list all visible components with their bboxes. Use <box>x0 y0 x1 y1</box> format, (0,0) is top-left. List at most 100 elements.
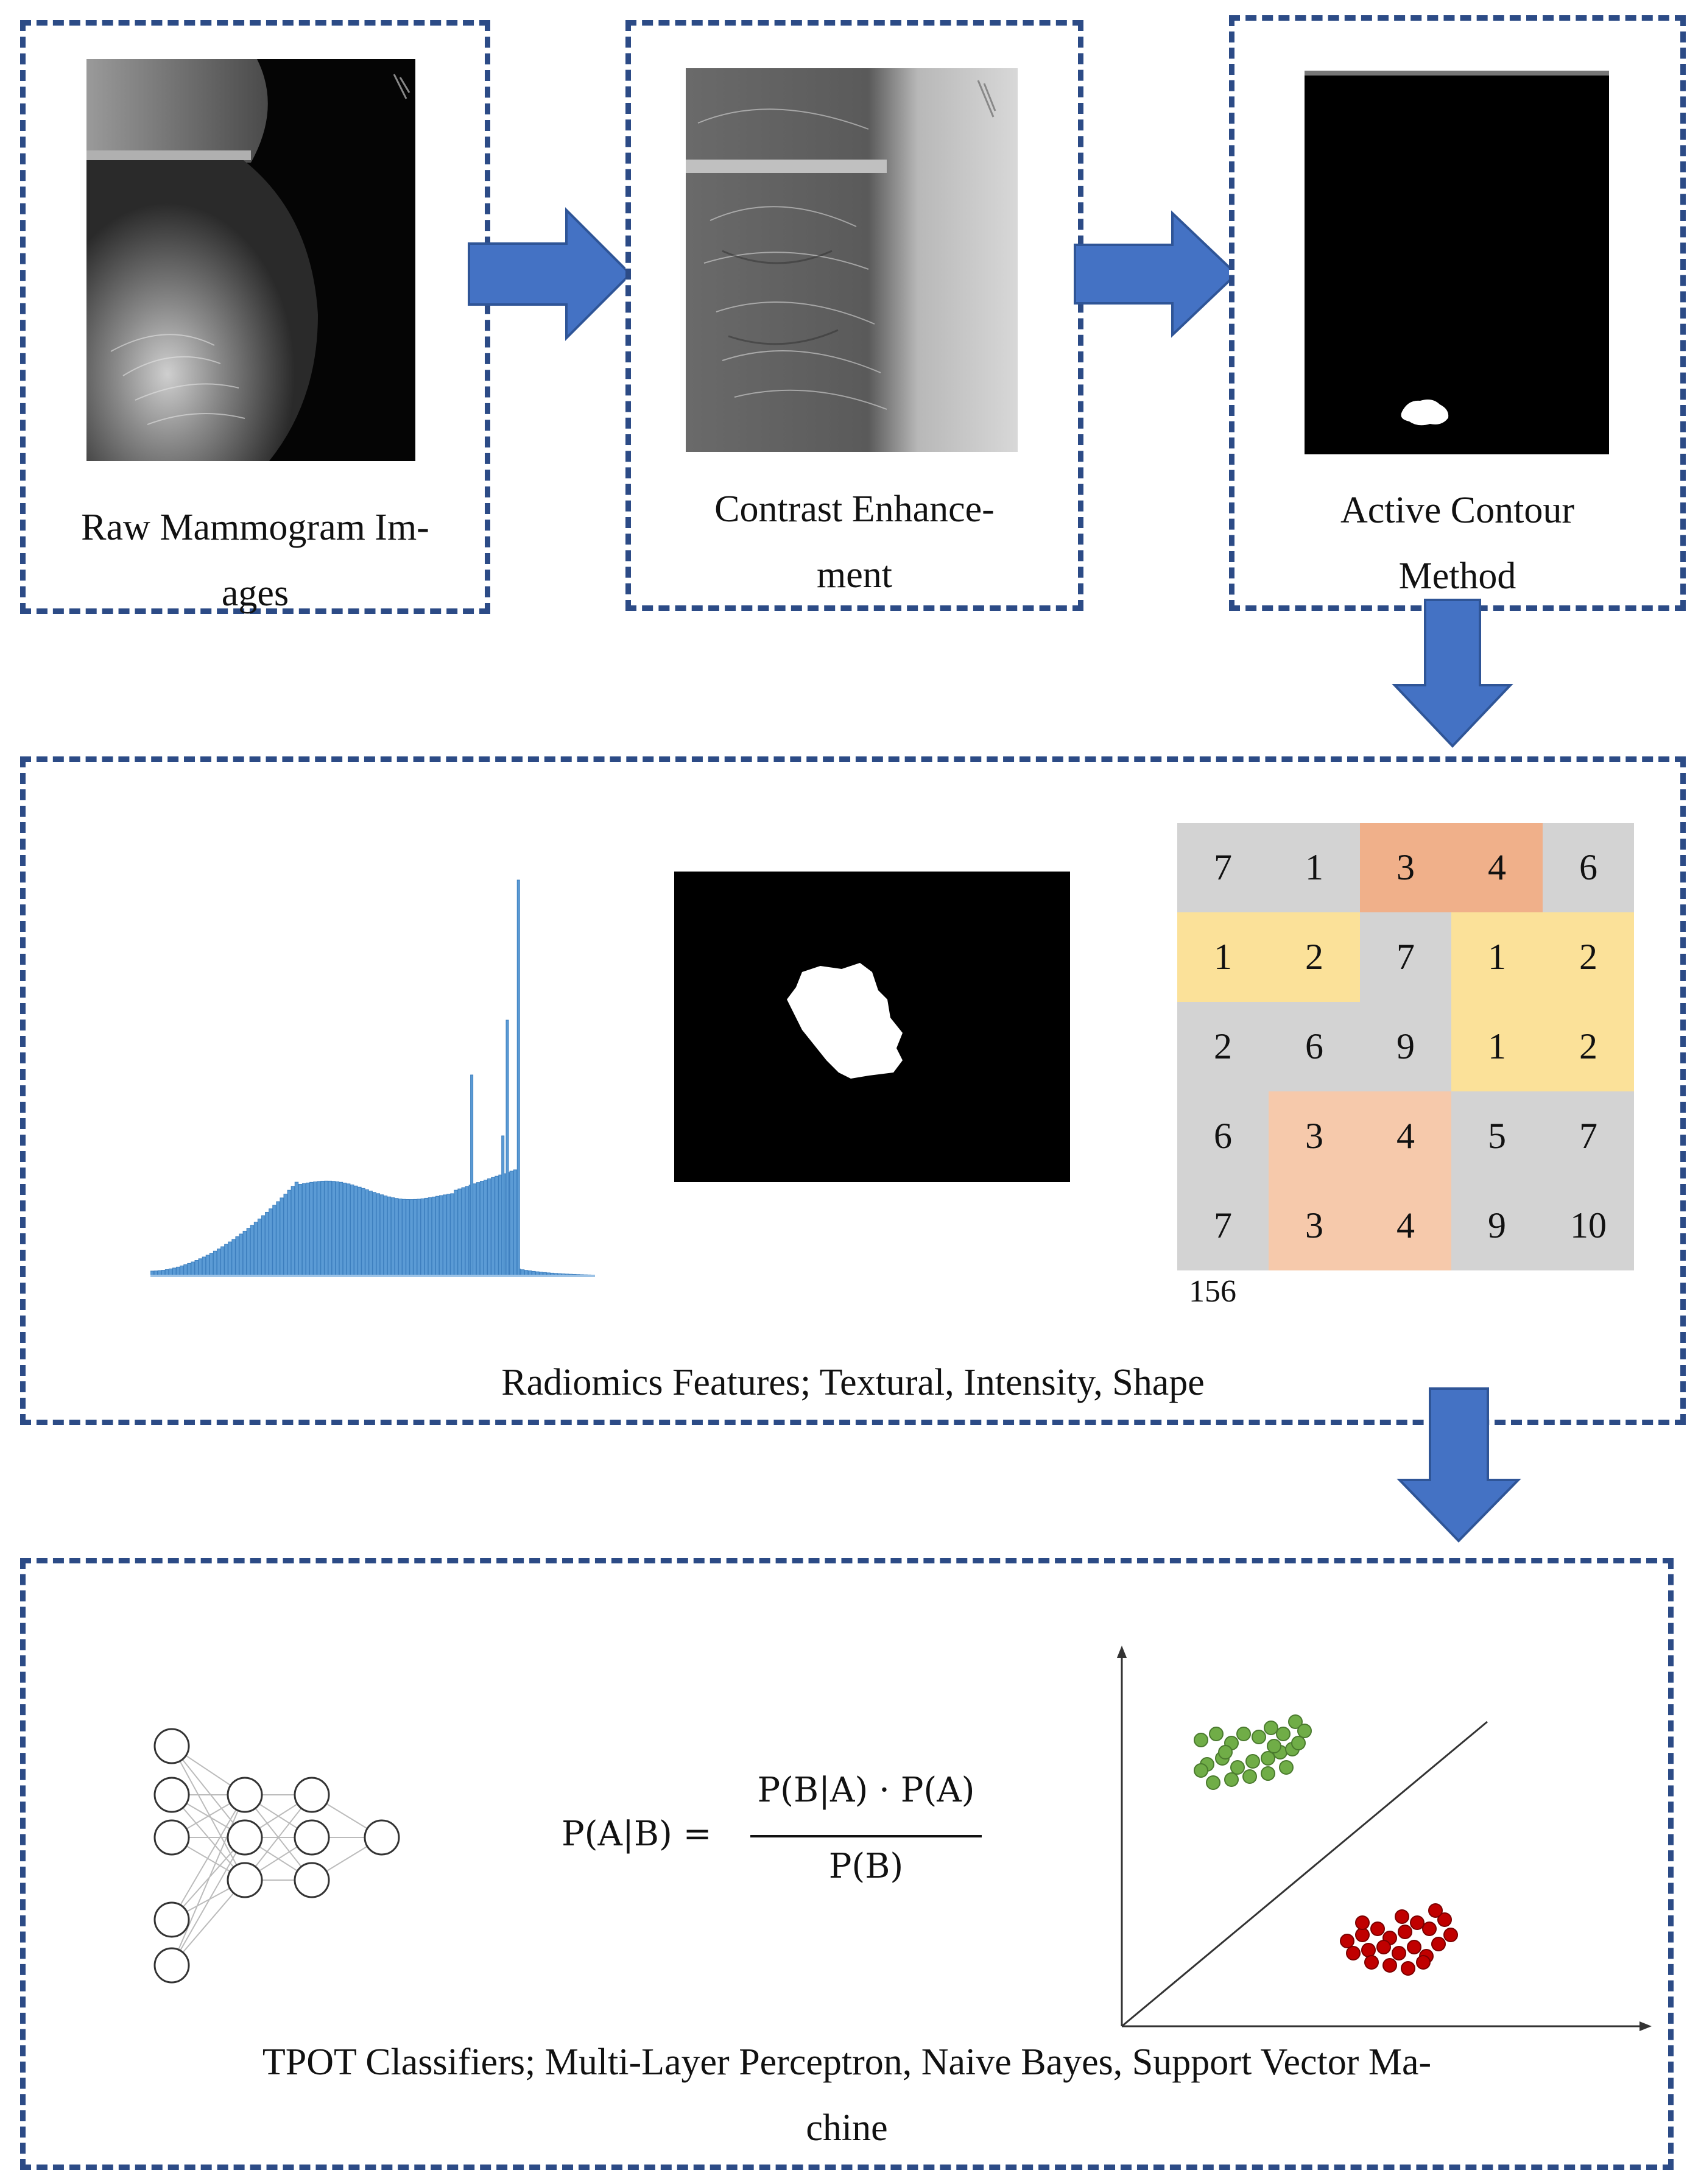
raw-caption-line1: Raw Mammogram Im- <box>81 507 429 548</box>
class-b-point <box>1355 1915 1370 1930</box>
neuron-node <box>294 1862 330 1898</box>
class-b-point <box>1392 1946 1406 1960</box>
classifiers-panel: P(A|B) = P(B|A) · P(A) P(B) TPOT Classif… <box>20 1558 1674 2170</box>
class-b-point <box>1346 1946 1361 1960</box>
matrix-cell: 1 <box>1451 912 1543 1002</box>
class-a-point <box>1245 1754 1260 1769</box>
matrix-cell: 6 <box>1543 823 1634 912</box>
class-a-point <box>1261 1751 1275 1766</box>
class-b-point <box>1407 1940 1421 1954</box>
class-b-point <box>1431 1937 1446 1951</box>
contrast-caption-line1: Contrast Enhance- <box>714 488 995 530</box>
segmentation-mask-image <box>1305 71 1609 454</box>
matrix-cell: 5 <box>1451 1091 1543 1181</box>
matrix-cell: 6 <box>1177 1091 1269 1181</box>
matrix-cell: 9 <box>1360 1002 1451 1091</box>
active-contour-panel: Active Contour Method <box>1229 15 1686 611</box>
class-a-point <box>1279 1760 1294 1775</box>
class-a-point <box>1264 1721 1278 1735</box>
matrix-cell: 9 <box>1451 1181 1543 1270</box>
matrix-cell: 4 <box>1360 1181 1451 1270</box>
arrow-down-2 <box>1396 1387 1521 1543</box>
class-a-point <box>1194 1733 1208 1747</box>
matrix-cell: 10 <box>1543 1181 1634 1270</box>
class-b-point <box>1398 1925 1412 1939</box>
class-b-point <box>1361 1943 1376 1957</box>
class-a-point <box>1209 1727 1224 1741</box>
matrix-cell: 2 <box>1177 1002 1269 1091</box>
classifiers-caption: TPOT Classifiers; Multi-Layer Perceptron… <box>50 2029 1644 2161</box>
neuron-node <box>153 1901 190 1938</box>
neuron-node <box>153 1819 190 1856</box>
class-b-point <box>1428 1903 1443 1918</box>
matrix-cell: 1 <box>1451 1002 1543 1091</box>
formula-lhs: P(A|B) = <box>562 1814 712 1854</box>
formula-denominator: P(B) <box>828 1847 904 1886</box>
class-b-point <box>1370 1922 1385 1936</box>
class-a-point <box>1194 1763 1208 1778</box>
formula-numerator: P(B|A) · P(A) <box>757 1770 975 1810</box>
class-b-point <box>1340 1934 1354 1948</box>
class-a-point <box>1252 1730 1266 1744</box>
contour-caption-line2: Method <box>1398 555 1516 597</box>
class-b-point <box>1416 1955 1431 1970</box>
matrix-cell: 2 <box>1269 912 1360 1002</box>
matrix-cell: 3 <box>1269 1091 1360 1181</box>
class-b-point <box>1355 1928 1370 1942</box>
class-a-point <box>1276 1727 1291 1741</box>
raw-mammogram-panel: Raw Mammogram Im- ages <box>20 20 490 614</box>
svm-scatter-plot <box>1117 1646 1652 2031</box>
contrast-enhancement-panel: Contrast Enhance- ment <box>625 20 1083 611</box>
class-a-point <box>1288 1714 1303 1729</box>
matrix-cell: 2 <box>1543 912 1634 1002</box>
contour-caption-line1: Active Contour <box>1340 490 1574 531</box>
class-b-point <box>1437 1912 1452 1927</box>
matrix-cell: 7 <box>1360 912 1451 1002</box>
matrix-cell: 7 <box>1177 1181 1269 1270</box>
class-b-point <box>1443 1928 1458 1942</box>
matrix-cell: 4 <box>1451 823 1543 912</box>
neuron-node <box>294 1777 330 1813</box>
contrast-enhanced-image <box>686 68 1018 452</box>
class-b-point <box>1364 1955 1379 1970</box>
neural-network-diagram <box>153 1728 400 1984</box>
neuron-node <box>227 1862 263 1898</box>
lesion-mask-image <box>674 872 1070 1182</box>
matrix-cell: 6 <box>1269 1002 1360 1091</box>
matrix-cell: 1 <box>1177 912 1269 1002</box>
class-a-point <box>1218 1745 1233 1760</box>
arrow-down-1 <box>1392 599 1513 748</box>
class-a-point <box>1236 1727 1251 1741</box>
class-b-point <box>1382 1958 1397 1973</box>
neuron-node <box>227 1819 263 1856</box>
arrow-right-2 <box>1074 210 1238 338</box>
intensity-histogram <box>150 879 595 1277</box>
fraction-bar <box>750 1835 982 1837</box>
matrix-cell: 7 <box>1543 1091 1634 1181</box>
active-contour-caption: Active Contour Method <box>1234 477 1680 609</box>
classifiers-caption-line1: TPOT Classifiers; Multi-Layer Perceptron… <box>262 2041 1432 2083</box>
neuron-node <box>294 1819 330 1856</box>
matrix-cell: 4 <box>1360 1091 1451 1181</box>
class-b-point <box>1401 1961 1415 1976</box>
neuron-node <box>364 1819 400 1856</box>
classifiers-caption-line2: chine <box>806 2107 888 2149</box>
class-a-point <box>1230 1760 1245 1775</box>
raw-caption-line2: ages <box>221 572 289 614</box>
class-b-point <box>1410 1915 1425 1930</box>
neuron-node <box>153 1777 190 1813</box>
class-a-point <box>1261 1766 1275 1781</box>
class-b-point <box>1422 1922 1437 1936</box>
neuron-node <box>227 1777 263 1813</box>
matrix-cell: 3 <box>1360 823 1451 912</box>
raw-mammogram-caption: Raw Mammogram Im- ages <box>26 495 485 626</box>
matrix-cell: 7 <box>1177 823 1269 912</box>
matrix-cell: 2 <box>1543 1002 1634 1091</box>
class-b-point <box>1376 1940 1391 1954</box>
matrix-label: 156 <box>1189 1274 1236 1309</box>
class-a-point <box>1206 1775 1220 1790</box>
class-a-point <box>1242 1769 1257 1784</box>
class-a-point <box>1291 1736 1306 1750</box>
